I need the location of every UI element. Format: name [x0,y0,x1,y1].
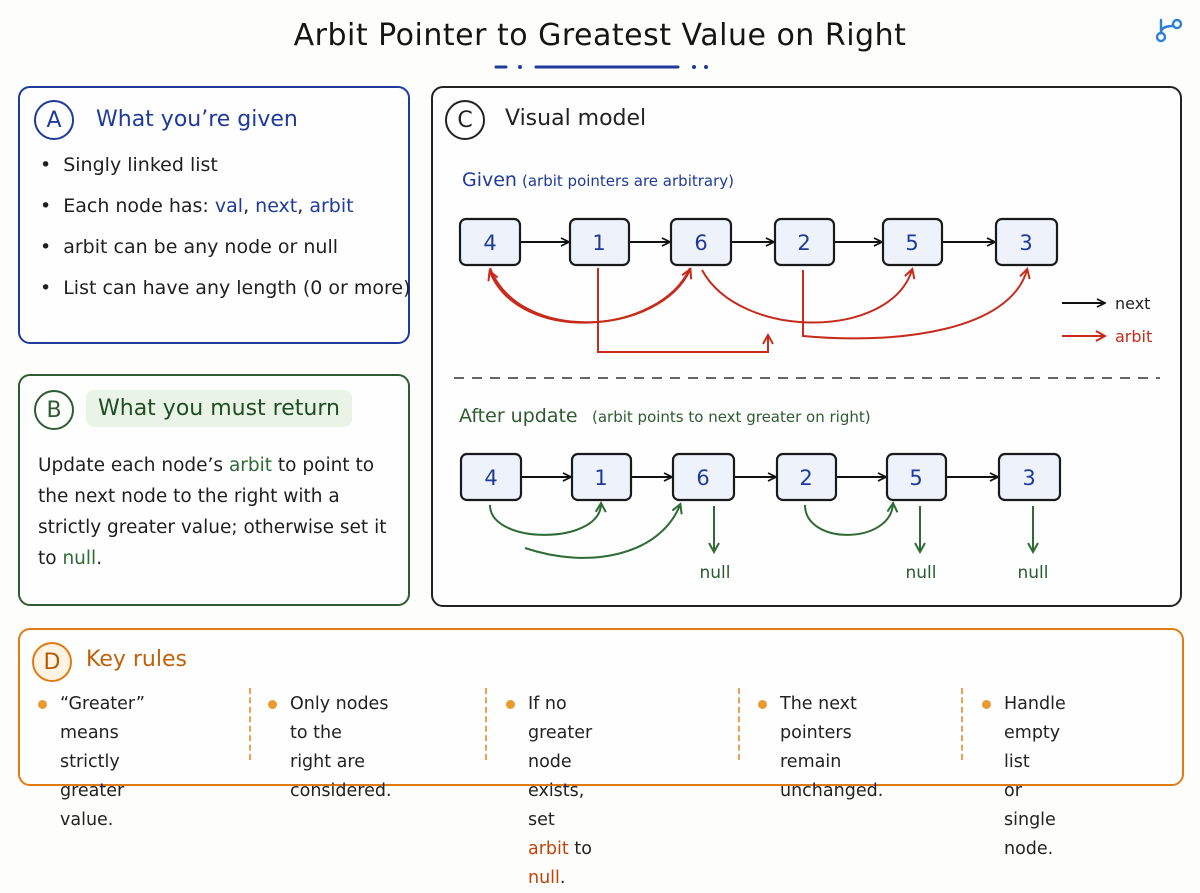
node: 5 [881,217,944,267]
bullet-dot [758,700,767,709]
list-item: Singly linked list [40,154,411,195]
after-note: (arbit points to next greater on right) [592,408,871,426]
title-underline [494,65,708,69]
git-branch-icon [1155,18,1183,43]
panel-a-heading: What you’re given [96,107,298,132]
panel-return: B What you must return Update each node’… [18,374,410,606]
badge-d: D [32,642,72,682]
bullet-dot [268,700,277,709]
node: 4 [458,217,522,267]
arbit-link-given [490,267,691,324]
list-item: List can have any length (0 or more) [40,277,410,318]
list-item: arbit can be any node or null [40,236,411,277]
node: 6 [669,217,733,267]
svg-text:4: 4 [483,231,496,255]
panel-c-heading: Visual model [505,106,647,131]
svg-text:6: 6 [694,231,707,255]
node: 2 [775,452,838,502]
svg-text:3: 3 [1022,466,1035,490]
return-description: Update each node’s arbit to point to the… [38,455,387,569]
panel-d-heading: Key rules [86,647,187,672]
node: 6 [671,452,736,502]
given-title: Given [462,169,517,191]
svg-text:5: 5 [909,466,922,490]
svg-text:1: 1 [594,466,607,490]
node: 1 [568,217,631,267]
svg-text:6: 6 [696,466,709,490]
arbit-link-after [804,504,893,536]
legend-next-label: next [1115,294,1150,313]
legend-arbit-label: arbit [1115,327,1152,346]
arbit-link-given [701,270,912,324]
node: 1 [570,452,633,502]
arbit-link-after [489,504,601,536]
linked-list-diagram: Given (arbit pointers are arbitrary) 4 1… [454,169,1160,583]
null-label: null [700,563,731,583]
arbit-link-given [802,270,1027,340]
bullet-dot [982,700,991,709]
rule-divider [249,688,251,760]
null-label: null [906,563,937,583]
badge-c: C [445,100,485,140]
rule-divider [738,688,740,760]
after-title: After update [459,405,578,427]
rule-divider [485,688,487,760]
svg-text:1: 1 [592,231,605,255]
node: 4 [459,452,523,502]
node: 3 [997,452,1062,502]
node: 5 [885,452,948,502]
panel-visual-model: C Visual model [431,86,1182,607]
svg-text:3: 3 [1019,231,1032,255]
badge-b: B [34,390,74,430]
panel-given: A What you’re given Singly linked list E… [18,86,411,344]
null-label: null [1018,563,1049,583]
bullet-dot [506,700,515,709]
node: 3 [994,217,1059,267]
svg-text:4: 4 [484,466,497,490]
rule-divider [961,688,963,760]
svg-text:2: 2 [797,231,810,255]
given-note: (arbit pointers are arbitrary) [522,172,734,190]
panel-b-heading: What you must return [86,390,352,427]
node: 2 [773,217,836,267]
arbit-link-given [489,268,690,324]
given-list: Singly linked list Each node has: val, n… [40,154,411,318]
list-item: Each node has: val, next, arbit [40,195,411,236]
page-title: Arbit Pointer to Greatest Value on Right [293,18,907,53]
arbit-link-after [524,505,680,559]
bullet-dot [38,700,47,709]
badge-a: A [34,100,74,140]
svg-text:5: 5 [905,231,918,255]
arbit-link-given [597,268,768,353]
svg-text:2: 2 [799,466,812,490]
